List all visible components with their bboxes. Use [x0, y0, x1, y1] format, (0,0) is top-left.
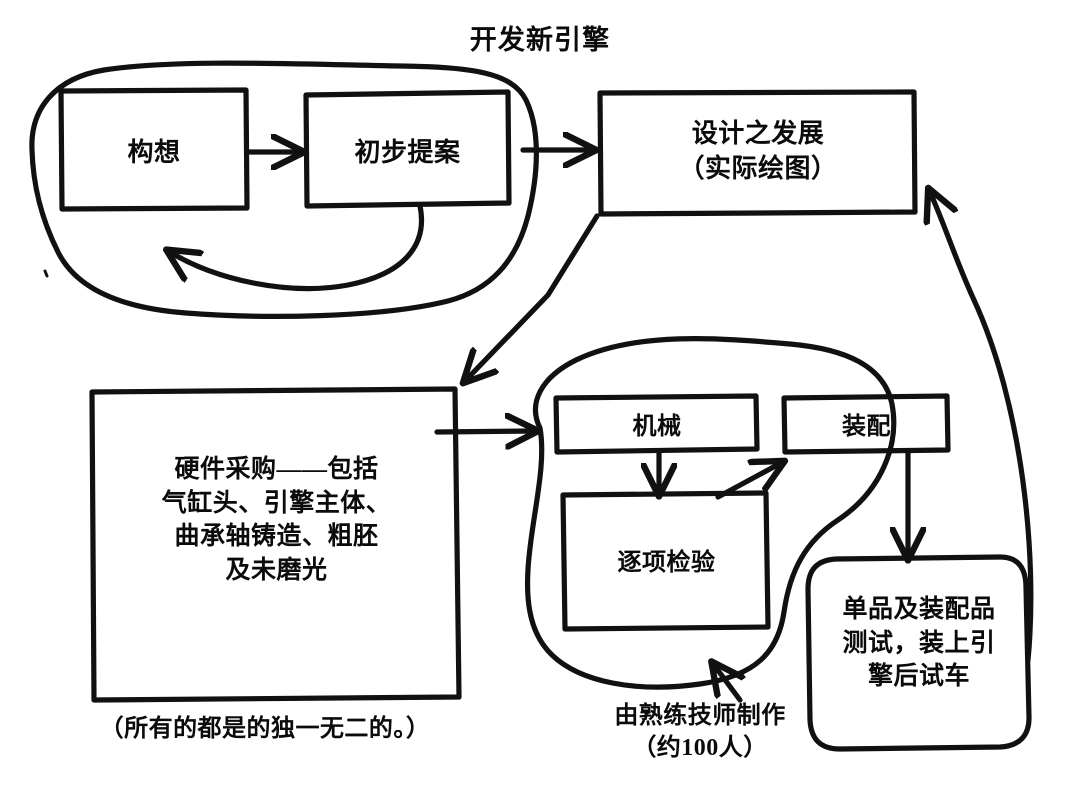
arrow-hardware-to-manufacturing: [434, 431, 534, 432]
design-development-box: [597, 89, 918, 217]
arrow-design-to-manufacturing: [466, 213, 600, 380]
concept-group-outline: [29, 60, 539, 319]
ink-speck: [43, 269, 49, 278]
arrow-inspection-to-assembly: [715, 463, 781, 500]
hardware-procurement-box: [89, 386, 462, 703]
item-inspection-box: [560, 490, 771, 632]
pointer-craftsmen-note: [714, 665, 740, 703]
arrow-proposal-feedback-to-concept: [170, 203, 424, 292]
manufacturing-group-outline: [524, 336, 897, 690]
assembly-box: [781, 393, 951, 455]
preliminary-proposal-box: [303, 89, 512, 209]
concept-box: [58, 87, 250, 212]
testing-box: [805, 554, 1032, 752]
machining-box: [553, 393, 760, 455]
arrow-testing-feedback-to-design: [930, 192, 1034, 663]
